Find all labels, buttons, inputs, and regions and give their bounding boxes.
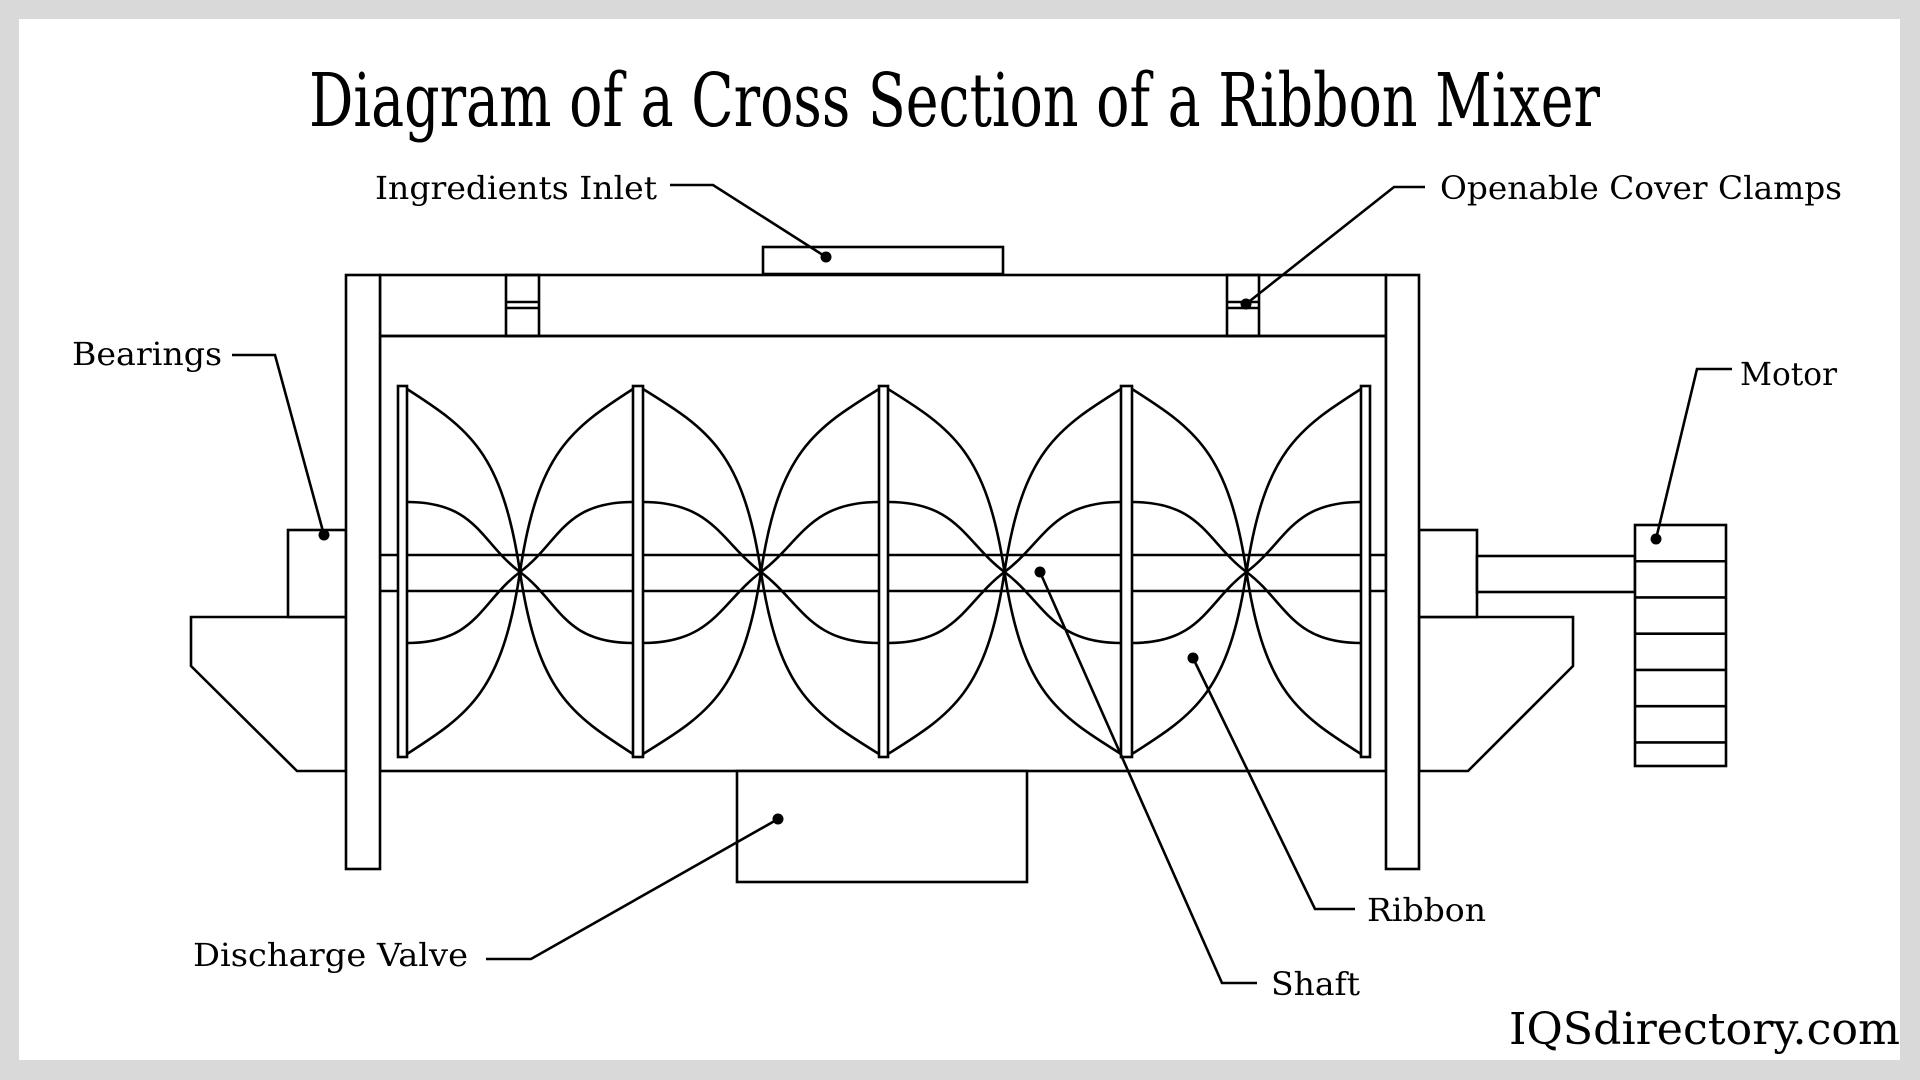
pointer-dot bbox=[318, 529, 330, 541]
drive-shaft bbox=[1475, 554, 1637, 594]
label-ribbon: Ribbon bbox=[1367, 891, 1486, 929]
label-ingredients-inlet: Ingredients Inlet bbox=[375, 169, 657, 207]
pointer-dot bbox=[772, 813, 784, 825]
label-openable-cover-clamps: Openable Cover Clamps bbox=[1440, 169, 1842, 207]
leader-ingredients-inlet bbox=[670, 183, 832, 263]
ribbon-support-disc bbox=[631, 384, 645, 759]
pointer-dot bbox=[1034, 566, 1046, 578]
pointer-dot bbox=[1187, 652, 1199, 664]
motor bbox=[1633, 523, 1728, 768]
bearing-left bbox=[286, 528, 348, 619]
top-cover bbox=[378, 273, 1388, 338]
ribbon-inner-curve bbox=[642, 500, 880, 645]
leader-bearings bbox=[232, 353, 330, 541]
ribbon-support-disc bbox=[396, 384, 409, 759]
pointer-dot bbox=[1240, 298, 1252, 310]
discharge-valve bbox=[735, 769, 1029, 884]
ribbon-support-disc bbox=[1119, 384, 1134, 759]
brand-watermark: IQSdirectory.com bbox=[1509, 1004, 1900, 1055]
ribbon bbox=[396, 384, 1372, 759]
pointer-dot bbox=[1650, 533, 1662, 545]
bearing-right bbox=[1417, 528, 1479, 619]
ribbon-support-disc bbox=[1359, 384, 1372, 759]
leader-openable-cover-clamps bbox=[1240, 185, 1425, 310]
ribbon-inner-curve bbox=[406, 500, 634, 645]
ribbon-inner-curve bbox=[1131, 500, 1362, 645]
frame-post-left bbox=[344, 273, 382, 871]
label-bearings: Bearings bbox=[72, 335, 222, 373]
base-right bbox=[1417, 615, 1575, 773]
leader-discharge-valve bbox=[486, 813, 784, 961]
ribbon-support-disc bbox=[877, 384, 890, 759]
base-left bbox=[189, 615, 348, 773]
leader-motor bbox=[1650, 367, 1732, 545]
label-motor: Motor bbox=[1740, 355, 1838, 393]
label-discharge-valve: Discharge Valve bbox=[193, 936, 468, 974]
label-shaft: Shaft bbox=[1271, 965, 1360, 1003]
ribbon-inner-curve bbox=[887, 500, 1122, 645]
diagram-title: Diagram of a Cross Section of a Ribbon M… bbox=[309, 58, 1600, 144]
leader-ribbon bbox=[1187, 652, 1355, 911]
cover-clamp-left bbox=[504, 273, 541, 338]
frame-post-right bbox=[1384, 273, 1421, 871]
pointer-dot bbox=[820, 251, 832, 263]
ingredients-inlet bbox=[761, 245, 1005, 276]
leader-shaft bbox=[1034, 566, 1257, 985]
